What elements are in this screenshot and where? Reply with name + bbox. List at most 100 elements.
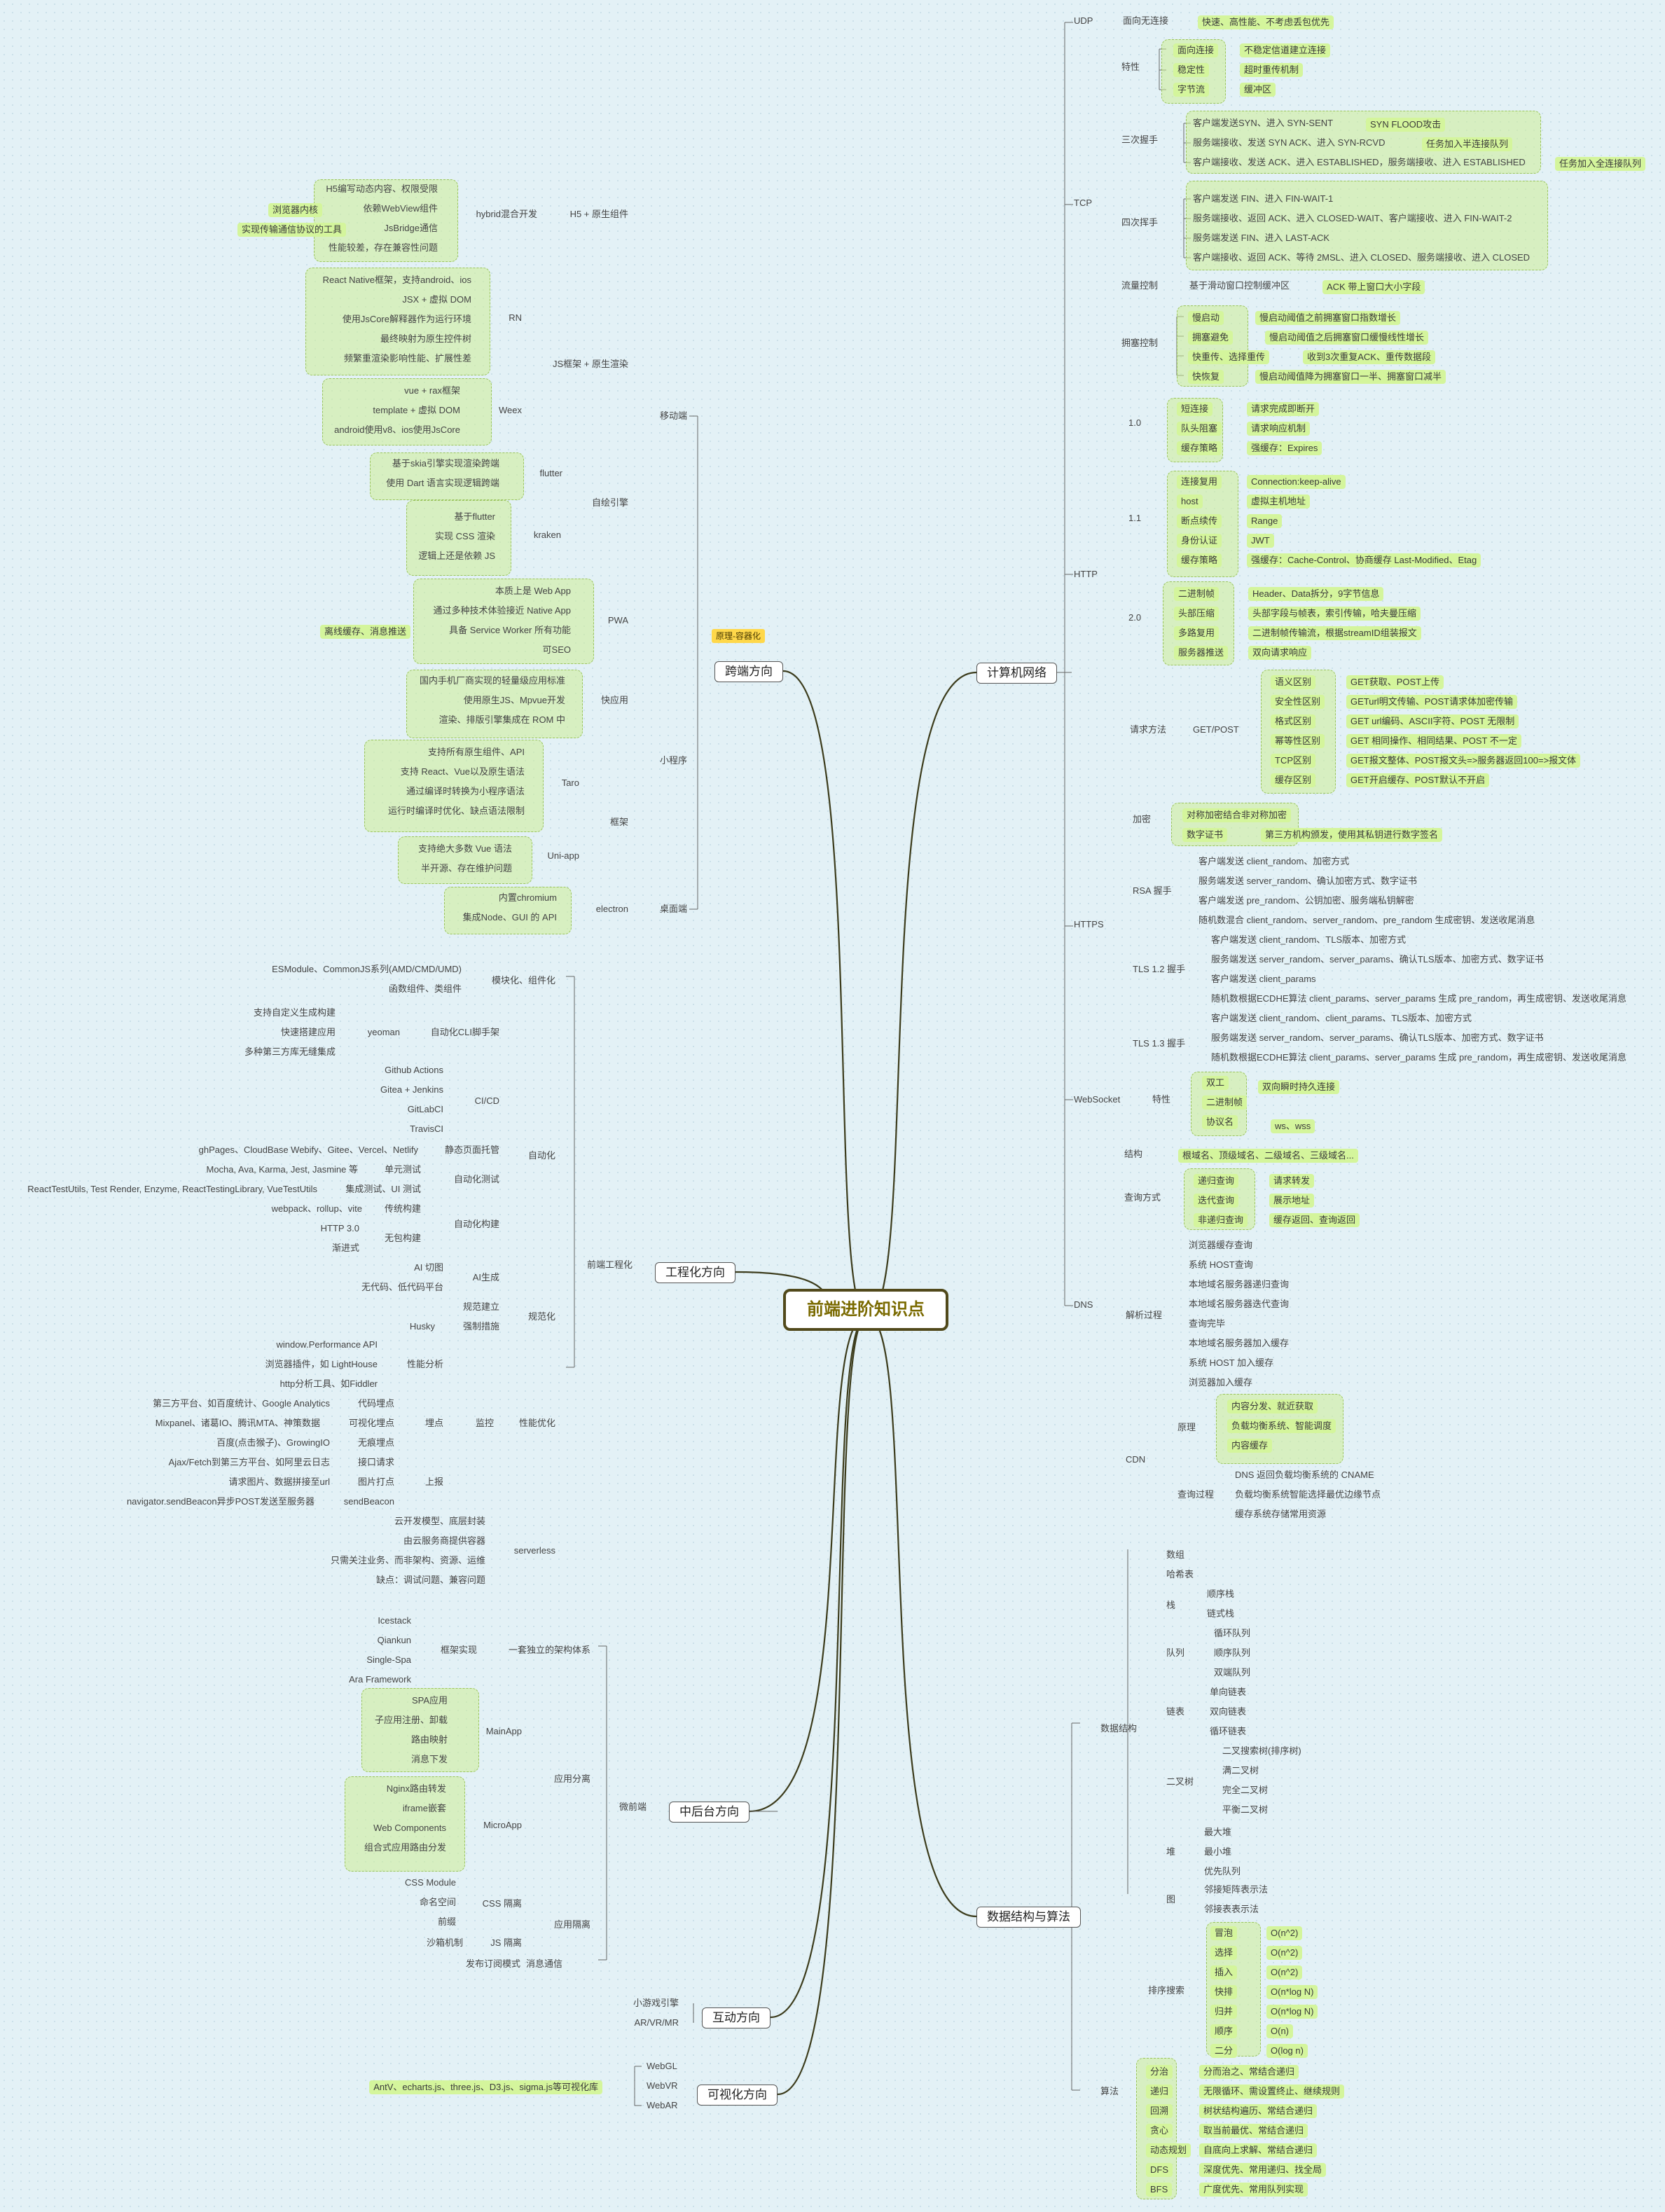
node-engineering-integration-items: ReactTestUtils, Test Render, Enzyme, Rea… (27, 1184, 317, 1194)
node-algo-graph-items-0: 邻接矩阵表示法 (1204, 1884, 1269, 1895)
node-network-cdn-query-items-2: 缓存系统存储常用资源 (1235, 1509, 1327, 1519)
node-algo-bintree-items-3: 平衡二叉树 (1222, 1804, 1269, 1815)
crossend-tag: 原理-容器化 (712, 629, 765, 643)
node-network-h10-notes-0: 请求完成即断开 (1247, 402, 1320, 416)
node-engineering-nobuild-items-1: 渐进式 (331, 1243, 359, 1253)
node-network-tcp-feature-notes-0: 不稳定信道建立连接 (1240, 43, 1331, 57)
node-network-wave-steps-1: 服务端接收、返回 ACK、进入 CLOSED-WAIT、客户端接收、进入 FIN… (1193, 213, 1512, 223)
node-network-tls13: TLS 1.3 握手 (1133, 1038, 1186, 1049)
node-crossend-kraken: kraken (533, 530, 561, 540)
node-network-dns-resolve-steps-5: 本地域名服务器加入缓存 (1189, 1338, 1290, 1348)
node-network-h10-notes-1: 请求响应机制 (1247, 422, 1311, 436)
node-middle-mainapp-items-0: SPA应用 (411, 1695, 448, 1706)
node-network-udp-conn: 面向无连接 (1123, 15, 1169, 26)
node-middle-css-items-2: 前缀 (437, 1916, 456, 1927)
node-network-encrypt: 加密 (1133, 814, 1152, 824)
node-algo-algo-notes-5: 深度优先、常用递归、找全局 (1199, 2163, 1327, 2177)
node-algo-algo-items-4: 动态规划 (1146, 2143, 1191, 2157)
node-network-syn-flood: SYN FLOOD攻击 (1366, 118, 1446, 132)
node-network-h11-notes-0: Connection:keep-alive (1247, 475, 1346, 489)
node-middle-mainapp: MainApp (485, 1726, 522, 1736)
node-middle-impl-items-0: Icestack (378, 1615, 411, 1626)
node-algo-algo: 算法 (1100, 2086, 1119, 2096)
node-middle-js-iso: JS 隔离 (490, 1937, 522, 1948)
node-network-tls12: TLS 1.2 握手 (1133, 964, 1186, 974)
node-engineering-api-items: Ajax/Fetch到第三方平台、如阿里云日志 (168, 1457, 330, 1467)
node-engineering-traditional-items: webpack、rollup、vite (271, 1203, 362, 1214)
node-network-gp-items-3: 幂等性区别 (1271, 734, 1325, 748)
node-network-tcp-feature-notes-2: 缓冲区 (1240, 83, 1276, 97)
node-network-tls12-steps-2: 客户端发送 client_params (1211, 974, 1316, 984)
node-middle-arch: 一套独立的架构体系 (508, 1645, 590, 1655)
node-network-congestion-items-3: 快恢复 (1188, 370, 1224, 384)
node-engineering-ai-items-1: 无代码、低代码平台 (361, 1282, 443, 1292)
node-network-dns-resolve-steps-0: 浏览器缓存查询 (1189, 1240, 1253, 1250)
node-engineering-monitor: 监控 (475, 1418, 494, 1428)
node-algo-sort: 排序搜索 (1148, 1985, 1185, 1996)
node-network-rsa-steps-3: 随机数混合 client_random、server_random、pre_ra… (1198, 915, 1535, 925)
node-algo-algo-items-3: 贪心 (1146, 2124, 1173, 2138)
node-middle-microapp-items-1: iframe嵌套 (402, 1803, 446, 1813)
node-algo-algo-notes-1: 无限循环、需设置终止、继续规则 (1199, 2085, 1345, 2099)
branch-network: 计算机网络 (976, 663, 1057, 684)
highlight-group (406, 500, 511, 576)
node-middle-impl-items-1: Qiankun (377, 1635, 411, 1645)
node-crossend-hybrid-items-0: H5编写动态内容、权限受限 (326, 184, 438, 194)
node-algo-queue: 队列 (1166, 1647, 1185, 1658)
highlight-group (1261, 670, 1336, 794)
node-network-dns-resolve-steps-3: 本地域名服务器迭代查询 (1189, 1299, 1290, 1309)
node-network-tls13-steps-0: 客户端发送 client_random、client_params、TLS版本、… (1211, 1013, 1472, 1023)
net-udp: UDP (1074, 15, 1093, 26)
node-network-h11-notes-2: Range (1247, 514, 1283, 528)
node-network-dns-resolve-steps-4: 查询完毕 (1189, 1318, 1226, 1329)
node-engineering-cicd-items-2: GitLabCI (407, 1104, 443, 1114)
node-algo-algo-notes-6: 广度优先、常用队列实现 (1199, 2183, 1308, 2197)
node-network-dns-struct-note: 根域名、顶级域名、二级域名、三级域名... (1178, 1149, 1358, 1163)
node-algo-bintree: 二叉树 (1166, 1776, 1194, 1787)
node-engineering-beacon: sendBeacon (343, 1496, 394, 1507)
node-network-gp-notes-1: GETurl明文传输、POST请求体加密传输 (1346, 695, 1518, 709)
node-crossend-rn-items-1: JSX + 虚拟 DOM (402, 294, 471, 305)
node-network-gp-notes-0: GET获取、POST上传 (1346, 675, 1444, 689)
node-algo-bintree-items-0: 二叉搜索树(排序树) (1222, 1746, 1301, 1756)
node-crossend-quick-items-1: 使用原生JS、Mpvue开发 (463, 695, 565, 705)
node-crossend-browser-core: 浏览器内核 (268, 203, 322, 217)
node-network-req-method: 请求方法 (1130, 724, 1167, 735)
highlight-group (305, 268, 490, 375)
node-crossend-quick-items-2: 渲染、排版引擎集成在 ROM 中 (438, 714, 565, 725)
node-engineering-perf-items-2: http分析工具、如Fiddler (279, 1378, 378, 1389)
node-network-full-queue: 任务加入全连接队列 (1555, 157, 1646, 171)
node-engineering-cicd-items-1: Gitea + Jenkins (380, 1084, 443, 1095)
node-crossend-rn-items-4: 频繁重渲染影响性能、扩展性差 (343, 353, 471, 364)
node-crossend-uniapp-items-1: 半开源、存在维护问题 (420, 863, 512, 873)
node-network-dns-resolve-steps-7: 浏览器加入缓存 (1189, 1377, 1253, 1388)
branch-curve (782, 670, 868, 1318)
node-algo-sort-items-6: 二分 (1210, 2044, 1238, 2058)
node-engineering-auto: 自动化 (527, 1150, 555, 1161)
node-middle-css-items-1: 命名空间 (419, 1897, 456, 1907)
highlight-group (398, 836, 532, 884)
node-network-h20-items-0: 二进制帧 (1174, 587, 1220, 601)
node-network-dns-query: 查询方式 (1124, 1192, 1161, 1203)
node-engineering-tracking: 埋点 (424, 1418, 443, 1428)
node-crossend-electron: electron (595, 904, 628, 914)
highlight-group (361, 1688, 479, 1772)
node-visual-libs: AntV、echarts.js、three.js、D3.js、sigma.js等… (369, 2080, 602, 2094)
highlight-group (406, 670, 583, 738)
node-network-h11-items-1: host (1177, 495, 1203, 509)
node-engineering-norm-items-1: 强制措施 (462, 1321, 499, 1332)
node-engineering-unit-items: Mocha, Ava, Karma, Jest, Jasmine 等 (206, 1164, 358, 1175)
node-engineering-beacon-items: navigator.sendBeacon异步POST发送至服务器 (126, 1496, 315, 1507)
highlight-group (322, 378, 492, 445)
node-algo-graph: 图 (1166, 1894, 1176, 1905)
node-network-dns-query-items-2: 非递归查询 (1194, 1213, 1248, 1227)
node-algo-queue-items-2: 双端队列 (1214, 1667, 1251, 1678)
node-middle-split: 应用分离 (553, 1774, 590, 1784)
node-network-handshake-steps-0: 客户端发送SYN、进入 SYN-SENT (1193, 118, 1334, 128)
node-network-cdn-principle-items-2: 内容缓存 (1227, 1439, 1273, 1453)
node-network-dns-resolve-steps-2: 本地域名服务器递归查询 (1189, 1279, 1290, 1290)
node-engineering-modular-items-1: 函数组件、类组件 (388, 983, 462, 994)
node-network-dns-resolve: 解析过程 (1126, 1310, 1163, 1320)
node-network-gp-notes-3: GET 相同操作、相同结果、POST 不一定 (1346, 734, 1521, 748)
node-interactive-items-1: AR/VR/MR (634, 2017, 679, 2028)
